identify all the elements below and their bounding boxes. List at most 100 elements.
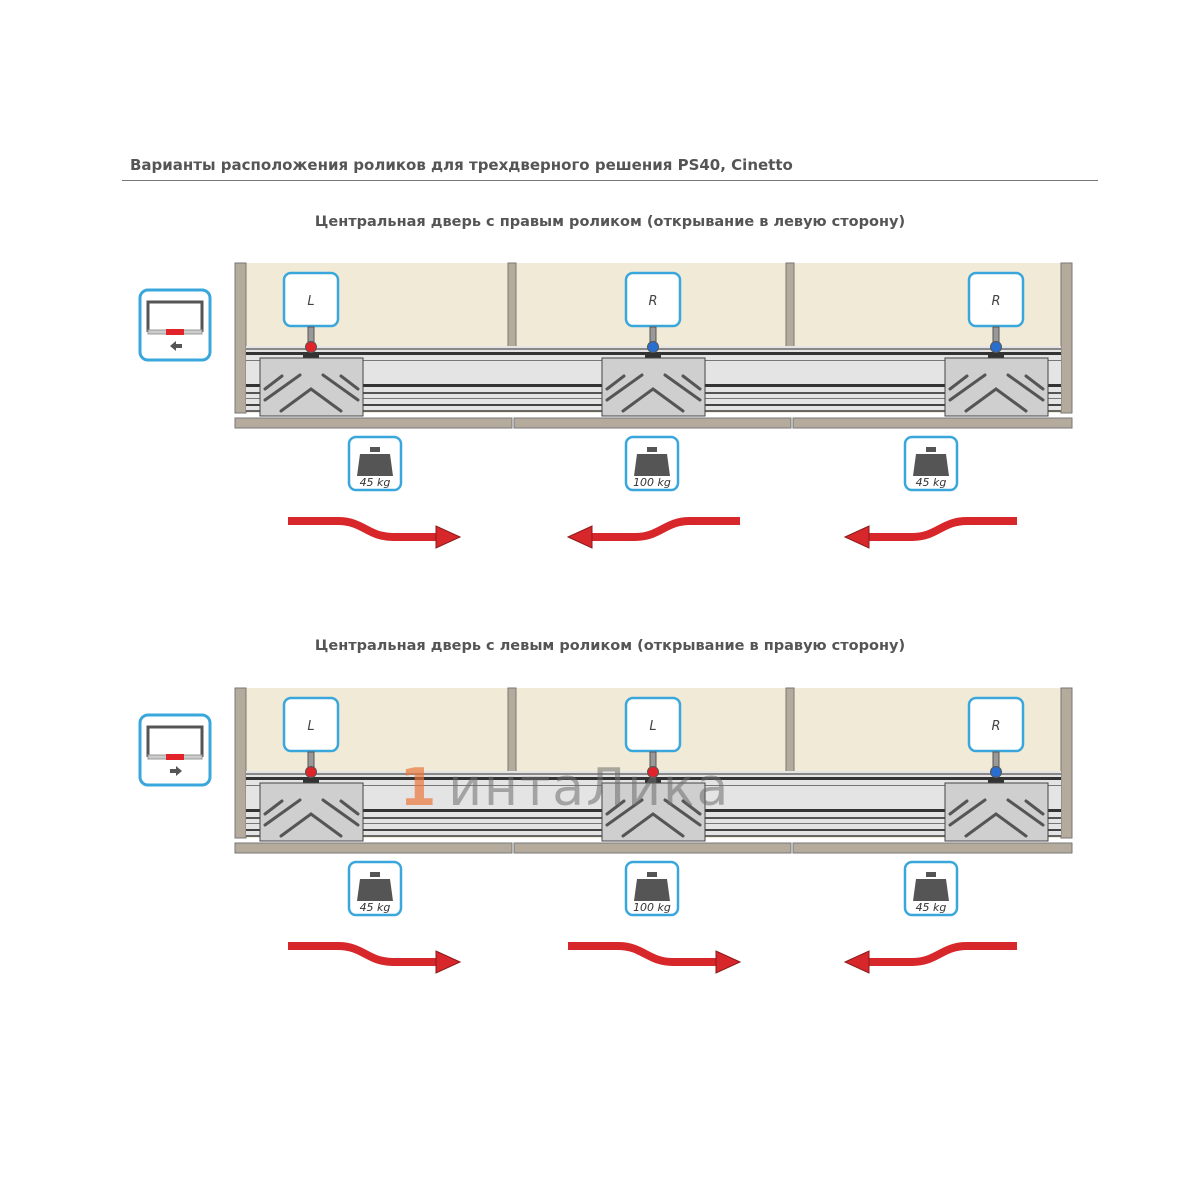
- arrow-right-icon: [435, 950, 462, 974]
- cabinet-outline-icon: [146, 725, 204, 757]
- arrow-right-icon: [435, 525, 462, 549]
- roller-right-icon: [990, 341, 1002, 353]
- bracket-pattern: [263, 798, 360, 838]
- movement-arrow: [867, 942, 1017, 966]
- roller-base: [988, 354, 1004, 358]
- weight-icon: [634, 447, 670, 476]
- frame-left-post: [234, 687, 247, 839]
- weight-icon: [913, 447, 949, 476]
- roller-right-icon: [647, 341, 659, 353]
- bracket-pattern: [605, 798, 702, 838]
- cabinet-door-icon: [166, 329, 184, 335]
- movement-arrow: [590, 517, 740, 541]
- arrow-right-icon: [170, 766, 182, 776]
- roller-base: [645, 354, 661, 358]
- roller-label-box: [967, 271, 1025, 328]
- roller-label: R: [648, 294, 657, 309]
- weight-label: 100 kg: [633, 901, 671, 914]
- direction-icon-frame: [138, 713, 212, 787]
- roller-right-icon: [990, 766, 1002, 778]
- page-title: Варианты расположения роликов для трехдв…: [130, 156, 793, 174]
- movement-arrow: [288, 517, 438, 541]
- roller-label: L: [649, 719, 656, 734]
- roller-label-box: [282, 696, 340, 753]
- direction-icon: [138, 288, 212, 362]
- bottom-rail: [234, 417, 513, 429]
- door-divider: [785, 687, 795, 774]
- weight-icon: [357, 872, 393, 901]
- door-2: R 100 kg: [566, 271, 740, 549]
- bottom-rail: [792, 417, 1073, 429]
- movement-arrow: [568, 942, 718, 966]
- weight-label: 45 kg: [360, 901, 391, 914]
- bracket-pattern: [948, 798, 1045, 838]
- panel-1: L 45 kg R 100 kg R 45 kg: [138, 262, 1073, 549]
- door-divider: [785, 262, 795, 349]
- frame-right-post: [1060, 262, 1073, 414]
- bottom-rail: [513, 842, 792, 854]
- door-bracket: [601, 357, 706, 417]
- cabinet-door-icon: [166, 754, 184, 760]
- roller-label-box: [967, 696, 1025, 753]
- frame-right-post: [1060, 687, 1073, 839]
- door-bracket: [259, 357, 364, 417]
- track-line: [246, 352, 1061, 355]
- roller-stem: [992, 326, 1000, 344]
- movement-arrow: [288, 942, 438, 966]
- roller-base: [988, 779, 1004, 783]
- door-1: L 45 kg: [259, 271, 462, 549]
- weight-icon: [913, 872, 949, 901]
- direction-icon-frame: [138, 288, 212, 362]
- roller-stem: [307, 326, 315, 344]
- direction-icon: [138, 713, 212, 787]
- door-bracket: [944, 782, 1049, 842]
- door-divider: [507, 262, 517, 349]
- roller-label: R: [991, 294, 1000, 309]
- roller-label-box: [624, 696, 682, 753]
- roller-label: L: [307, 719, 314, 734]
- door-bracket: [259, 782, 364, 842]
- roller-base: [645, 779, 661, 783]
- door-3: R 45 kg: [843, 696, 1049, 974]
- arrow-left-icon: [566, 525, 593, 549]
- bracket-pattern: [263, 373, 360, 413]
- door-2: L 100 kg: [568, 696, 742, 974]
- roller-stem: [649, 326, 657, 344]
- roller-base: [303, 779, 319, 783]
- roller-label: L: [307, 294, 314, 309]
- panel-2: L 45 kg L 100 kg R 45 kg: [138, 687, 1073, 974]
- roller-label-box: [282, 271, 340, 328]
- panel-1-subtitle: Центральная дверь с правым роликом (откр…: [314, 214, 906, 230]
- track-line: [246, 777, 1061, 780]
- bottom-rail: [792, 842, 1073, 854]
- arrow-left-icon: [170, 341, 182, 351]
- weight-label: 45 kg: [916, 901, 947, 914]
- movement-arrow: [867, 517, 1017, 541]
- frame-left-post: [234, 262, 247, 414]
- roller-left-icon: [305, 766, 317, 778]
- weight-label: 45 kg: [916, 476, 947, 489]
- bracket-pattern: [605, 373, 702, 413]
- title-divider: [122, 180, 1098, 181]
- weight-label: 100 kg: [633, 476, 671, 489]
- arrow-left-icon: [843, 950, 870, 974]
- panel-2-subtitle: Центральная дверь с левым роликом (откры…: [314, 638, 906, 654]
- cabinet-outline-icon: [146, 300, 204, 332]
- weight-icon: [634, 872, 670, 901]
- door-bracket: [944, 357, 1049, 417]
- roller-stem: [307, 751, 315, 769]
- door-bracket: [601, 782, 706, 842]
- roller-base: [303, 354, 319, 358]
- roller-stem: [992, 751, 1000, 769]
- bottom-rail: [234, 842, 513, 854]
- roller-left-icon: [647, 766, 659, 778]
- weight-label: 45 kg: [360, 476, 391, 489]
- arrow-left-icon: [843, 525, 870, 549]
- roller-left-icon: [305, 341, 317, 353]
- roller-label: R: [991, 719, 1000, 734]
- weight-icon: [357, 447, 393, 476]
- door-1: L 45 kg: [259, 696, 462, 974]
